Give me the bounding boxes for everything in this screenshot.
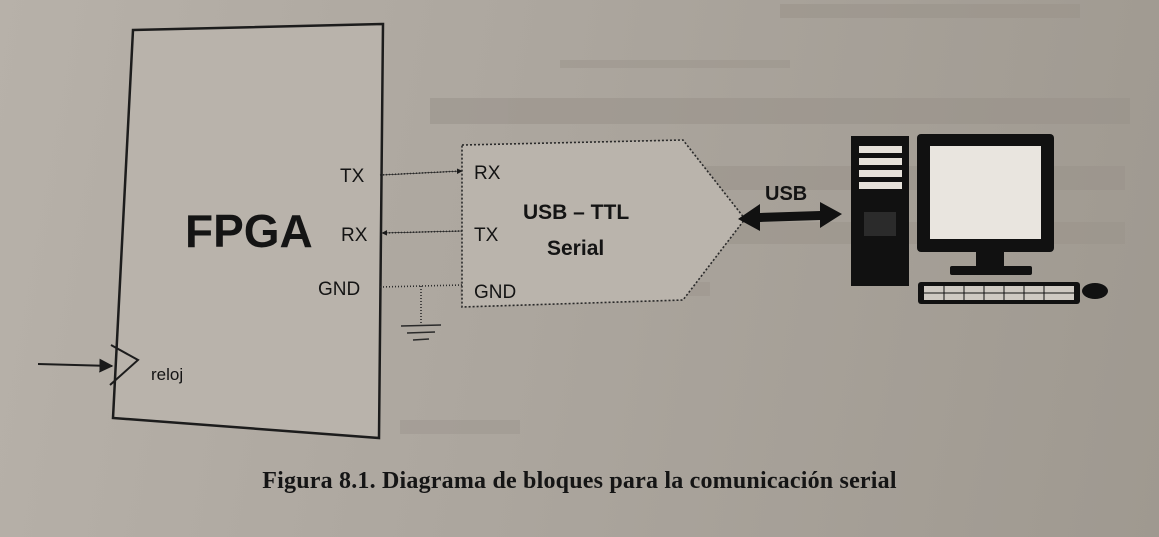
fpga-tx-pin-label: TX (340, 166, 365, 187)
figure-caption: Figura 8.1. Diagrama de bloques para la … (262, 468, 897, 494)
converter-subtitle: Serial (547, 237, 604, 260)
converter-title: USB – TTL (523, 201, 629, 224)
monitor-icon (917, 134, 1054, 275)
mouse-icon (1082, 283, 1108, 299)
converter-gnd-label: GND (474, 282, 516, 303)
keyboard-icon (918, 282, 1080, 304)
usb-label: USB (765, 183, 807, 205)
converter-rx-label: RX (474, 163, 501, 184)
converter-tx-label: TX (474, 225, 499, 246)
usb-link-arrow: USB (738, 183, 842, 231)
computer-icon (851, 134, 1108, 304)
tower-icon (851, 136, 909, 286)
clock-label: reloj (151, 365, 183, 384)
fpga-rx-pin-label: RX (341, 225, 368, 246)
fpga-gnd-pin-label: GND (318, 279, 360, 300)
ground-icon (400, 324, 442, 341)
clock-arrow (37, 358, 114, 373)
usb-ttl-converter: RX TX GND USB – TTL Serial (461, 139, 747, 308)
serial-wires (379, 168, 463, 341)
clock-input-symbol (109, 344, 140, 386)
fpga-block: FPGA TX RX GND reloj (37, 22, 385, 440)
fpga-title: FPGA (185, 205, 313, 257)
